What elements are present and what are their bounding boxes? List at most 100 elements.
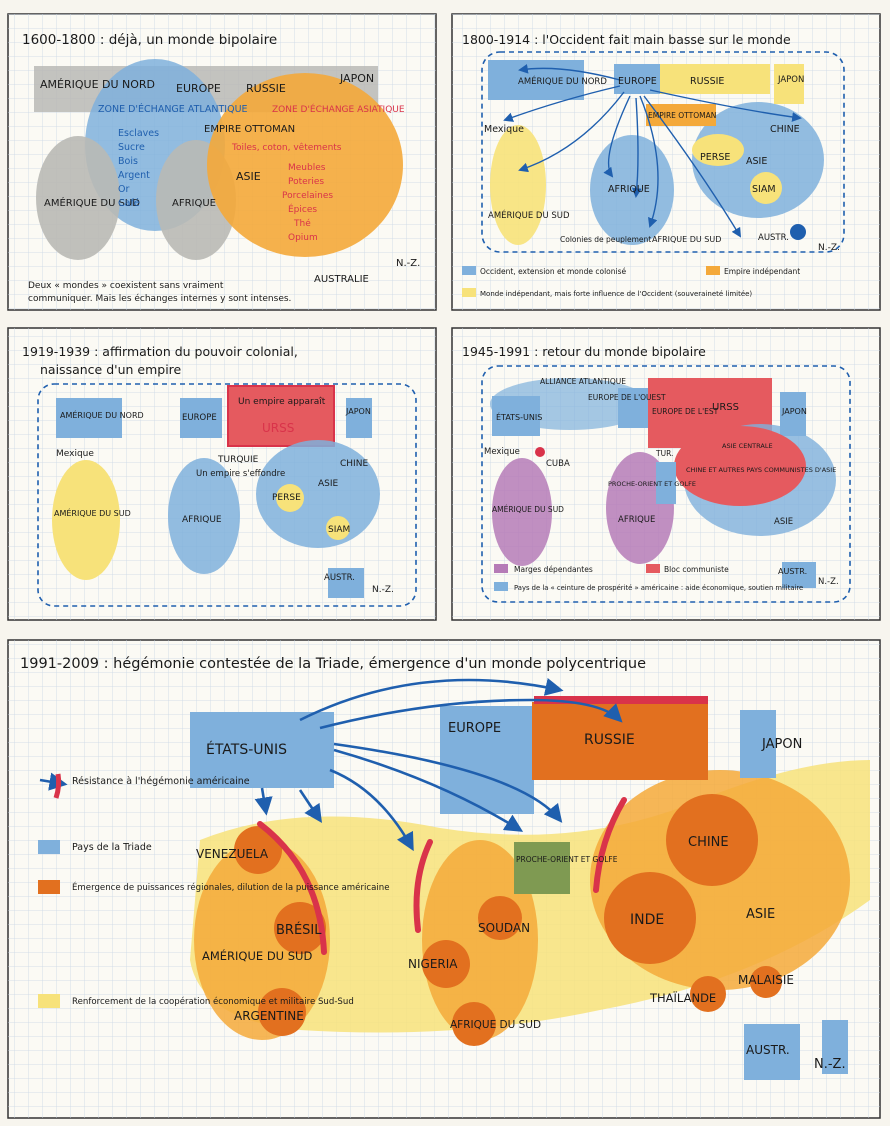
panel-1945-1991: 1945-1991 : retour du monde bipolaire AL… xyxy=(451,327,881,621)
legend-swatch-renforcement xyxy=(38,994,60,1008)
panel-title: 1600-1800 : déjà, un monde bipolaire xyxy=(22,32,277,48)
label-siam: SIAM xyxy=(328,525,350,535)
label-asie: ASIE xyxy=(774,517,793,527)
label-empire: EMPIRE OTTOMAN xyxy=(204,124,295,135)
label-asie: ASIE xyxy=(746,907,775,922)
label-russie: RUSSIE xyxy=(690,76,724,87)
south-america-region xyxy=(492,458,552,566)
label-epices: Épices xyxy=(288,203,317,215)
label-austr: AUSTR. xyxy=(778,567,807,576)
australia-block xyxy=(790,224,806,240)
afrique-sud-circle xyxy=(452,1002,496,1046)
label-mexique: Mexique xyxy=(484,124,524,135)
label-japon: JAPON xyxy=(781,407,807,416)
label-thailande: THAÏLANDE xyxy=(649,990,716,1005)
label-asie: ASIE xyxy=(236,170,261,183)
label-proche: PROCHE-ORIENT ET GOLFE xyxy=(608,480,696,488)
soudan-circle xyxy=(478,896,522,940)
label-etats-unis: ÉTATS-UNIS xyxy=(206,741,287,758)
label-opium: Opium xyxy=(288,233,318,243)
south-america-region xyxy=(52,460,120,580)
nigeria-circle xyxy=(422,940,470,988)
western-europe-block xyxy=(618,388,648,428)
legend-renforcement: Renforcement de la coopération économiqu… xyxy=(72,996,354,1007)
label-afrique: AFRIQUE xyxy=(182,515,222,525)
russia-top-bar xyxy=(534,696,708,704)
label-russie: RUSSIE xyxy=(246,82,286,95)
legend-swatch-bloc xyxy=(646,564,660,573)
label-afrique-sud: AFRIQUE DU SUD xyxy=(652,235,721,244)
nz-block xyxy=(822,1020,848,1074)
legend-occident: Occident, extension et monde colonisé xyxy=(480,267,626,276)
label-chine-pays: CHINE ET AUTRES PAYS COMMUNISTES D'ASIE xyxy=(686,466,836,474)
label-europe: EUROPE xyxy=(182,413,217,423)
label-sign: N.-Z. xyxy=(396,258,420,269)
resistance-arc-latam xyxy=(257,821,327,955)
europe-block xyxy=(180,398,222,438)
panel-title-line-1: 1919-1939 : affirmation du pouvoir colon… xyxy=(22,344,298,359)
chine-circle xyxy=(666,794,758,886)
resistance-arc-africa xyxy=(413,839,433,933)
asian-zone xyxy=(207,73,403,257)
middle-east-block xyxy=(656,462,676,504)
label-zone-atlantique: ZONE D'ÉCHANGE ATLANTIQUE xyxy=(98,103,248,115)
panel-1919-1939: 1919-1939 : affirmation du pouvoir colon… xyxy=(7,327,437,621)
label-bresil: BRÉSIL xyxy=(276,922,322,938)
label-the: Thé xyxy=(293,218,311,229)
label-empire-effondre: Un empire s'effondre xyxy=(196,469,285,479)
caption-line-2: communiquer. Mais les échanges internes … xyxy=(28,293,291,304)
panel-1991-2009: 1991-2009 : hégémonie contestée de la Tr… xyxy=(7,639,881,1119)
label-sucre: Sucre xyxy=(118,142,145,153)
japan-block xyxy=(774,64,804,104)
label-japon: JAPON xyxy=(777,75,804,85)
label-argentine: ARGENTINE xyxy=(234,1009,304,1023)
malaisie-circle xyxy=(750,966,782,998)
usa-block xyxy=(492,396,540,436)
label-bois: Bois xyxy=(118,156,138,167)
label-toiles: Toiles, coton, vêtements xyxy=(231,142,342,153)
label-perse: PERSE xyxy=(700,152,730,163)
label-urss: URSS xyxy=(712,402,739,413)
africa-region xyxy=(168,458,240,574)
legend-swatch-marges xyxy=(494,564,508,573)
label-poteries: Poteries xyxy=(288,177,324,187)
panel-title: 1991-2009 : hégémonie contestée de la Tr… xyxy=(20,656,646,672)
label-venezuela: VENEZUELA xyxy=(196,847,269,861)
label-porcelaines: Porcelaines xyxy=(282,191,333,201)
label-japon: JAPON xyxy=(761,737,802,752)
label-argent: Argent xyxy=(118,170,150,181)
label-japon: JAPON xyxy=(345,407,371,416)
inde-circle xyxy=(604,872,696,964)
legend-monde: Monde indépendant, mais forte influence … xyxy=(480,290,752,298)
label-austr: AUSTR. xyxy=(758,233,789,243)
label-amerique-sud: AMÉRIQUE DU SUD xyxy=(54,507,131,518)
label-malaisie: MALAISIE xyxy=(738,973,794,987)
mexico-south-region xyxy=(490,125,546,245)
legend-bloc: Bloc communiste xyxy=(664,565,729,574)
label-europe-est: EUROPE DE L'EST xyxy=(652,407,719,416)
resistance-arc-asia xyxy=(593,797,627,893)
bresil-circle xyxy=(274,902,326,954)
argentine-circle xyxy=(258,988,306,1036)
panel-title: 1945-1991 : retour du monde bipolaire xyxy=(462,344,706,359)
panel-1600-1800: 1600-1800 : déjà, un monde bipolaire AMÉ… xyxy=(7,13,437,311)
label-perse: PERSE xyxy=(272,493,301,503)
japan-block xyxy=(346,398,372,438)
urss-block xyxy=(227,385,335,447)
legend-marges: Marges dépendantes xyxy=(514,565,593,574)
middle-east-block xyxy=(514,842,570,894)
panel-1800-1914: 1800-1914 : l'Occident fait main basse s… xyxy=(451,13,881,311)
europe-block xyxy=(614,64,660,94)
persia-region xyxy=(692,134,744,166)
africa-region xyxy=(422,840,538,1040)
north-america-block xyxy=(56,398,122,438)
panel-title-line-2: naissance d'un empire xyxy=(40,362,182,377)
legend-swatch-empire xyxy=(706,266,720,275)
label-chine: CHINE xyxy=(770,124,800,135)
label-chine: CHINE xyxy=(688,835,729,850)
legend-ceinture: Pays de la « ceinture de prospérité » am… xyxy=(514,584,803,592)
label-amerique-sud: AMÉRIQUE DU SUD xyxy=(488,209,570,221)
legend-emergence: Émergence de puissances régionales, dilu… xyxy=(72,881,390,893)
label-meubles: Meubles xyxy=(288,163,326,173)
